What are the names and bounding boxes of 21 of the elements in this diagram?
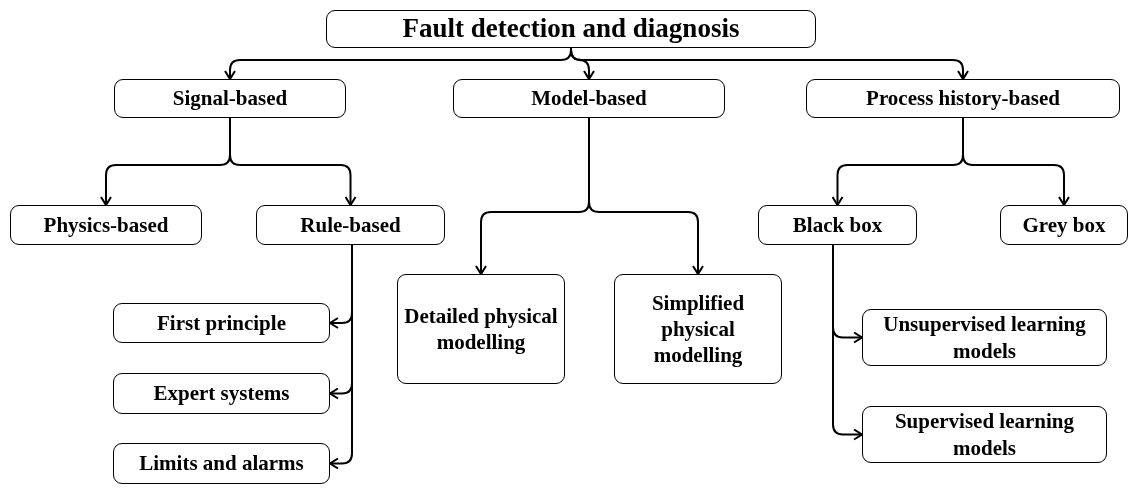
category-box: Grey box [1000, 205, 1128, 245]
arrow [588, 117, 704, 275]
category-box: Model-based [453, 79, 725, 118]
category-box: Fault detection and diagnosis [326, 10, 816, 48]
category-box: Supervised learning models [862, 406, 1107, 463]
category-box: Process history-based [806, 79, 1120, 118]
category-box: Detailed physical modelling [397, 274, 565, 384]
category-box: Signal-based [114, 79, 346, 118]
arrow [229, 117, 357, 206]
category-box: Physics-based [10, 205, 202, 245]
category-box: Black box [758, 205, 917, 245]
category-box: Simplified physical modelling [614, 274, 782, 384]
category-box: Rule-based [256, 205, 445, 245]
arrow [570, 47, 969, 80]
category-box: Unsupervised learning models [862, 309, 1107, 366]
arrow [832, 244, 863, 441]
arrow [329, 244, 353, 470]
category-box: Expert systems [113, 373, 330, 414]
category-box: First principle [113, 303, 330, 343]
arrow [962, 117, 1070, 206]
category-box: Limits and alarms [113, 443, 330, 484]
